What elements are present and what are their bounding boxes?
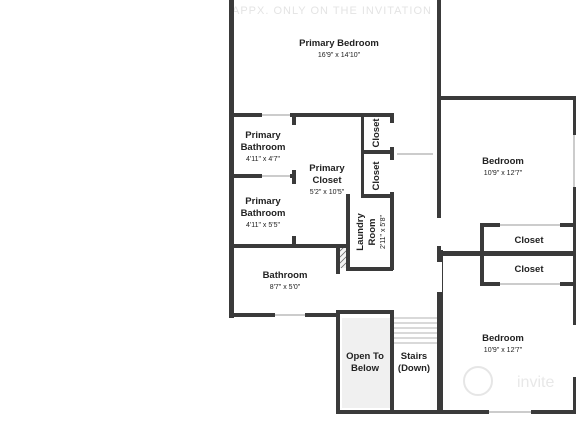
- room-stairs: Stairs (Down): [398, 351, 430, 374]
- room-dimensions: 4'11" x 5'5": [246, 222, 280, 229]
- room-name-line-2: Bathroom: [241, 142, 286, 153]
- room-closet-c: Closet: [514, 235, 544, 246]
- room-name: Bedroom: [482, 333, 524, 344]
- room-primary-bathroom-2: Primary Bathroom 4'11" x 5'5": [241, 196, 286, 229]
- room-name-line-2: Bathroom: [241, 208, 286, 219]
- watermark-logo: invite: [463, 366, 554, 396]
- room-dimensions: 16'9" x 14'10": [318, 52, 361, 59]
- room-primary-bedroom: Primary Bedroom 16'9" x 14'10": [299, 38, 379, 59]
- room-name-line-1: Open To: [346, 351, 384, 362]
- room-name-line-1: Primary: [245, 130, 281, 141]
- room-closet-a: Closet: [371, 118, 382, 148]
- room-bathroom: Bathroom 8'7" x 5'0": [263, 270, 308, 291]
- room-name-line-2: Below: [351, 363, 380, 374]
- room-name-line-1: Laundry: [355, 213, 366, 251]
- room-name: Primary Bedroom: [299, 38, 379, 49]
- room-dimensions: 10'9" x 12'7": [484, 170, 523, 177]
- room-primary-closet: Primary Closet 5'2" x 10'5": [309, 163, 345, 196]
- room-dimensions: 10'9" x 12'7": [484, 347, 523, 354]
- room-laundry: Laundry Room 2'11" x 5'8": [355, 213, 387, 251]
- room-bedroom-2: Bedroom 10'9" x 12'7": [482, 333, 524, 354]
- watermark-logo-text: invite: [517, 374, 554, 391]
- room-name: Bedroom: [482, 156, 524, 167]
- watermark-logo-icon: [463, 366, 493, 396]
- room-dimensions: 2'11" x 5'8": [380, 214, 387, 248]
- room-open-to-below: Open To Below: [346, 351, 384, 374]
- room-primary-bathroom-1: Primary Bathroom 4'11" x 4'7": [241, 130, 286, 163]
- stair-treads: [394, 317, 437, 344]
- room-name-line-1: Primary: [245, 196, 281, 207]
- room-dimensions: 8'7" x 5'0": [270, 284, 301, 291]
- open-to-below-fill: [342, 318, 390, 408]
- room-name-line-2: Room: [367, 219, 378, 246]
- room-dimensions: 5'2" x 10'5": [310, 189, 345, 196]
- laundry-shelf: [339, 246, 349, 268]
- watermark-text: APPX. ONLY ON THE INVITATION: [232, 5, 432, 17]
- room-name-line-2: (Down): [398, 363, 430, 374]
- room-bedroom-1: Bedroom 10'9" x 12'7": [482, 156, 524, 177]
- room-name-line-1: Stairs: [401, 351, 427, 362]
- room-name-line-2: Closet: [312, 175, 342, 186]
- openings: [262, 112, 576, 415]
- room-closet-d: Closet: [514, 264, 544, 275]
- room-closet-b: Closet: [371, 161, 382, 191]
- room-name: Bathroom: [263, 270, 308, 281]
- room-dimensions: 4'11" x 4'7": [246, 156, 280, 163]
- room-name-line-1: Primary: [309, 163, 345, 174]
